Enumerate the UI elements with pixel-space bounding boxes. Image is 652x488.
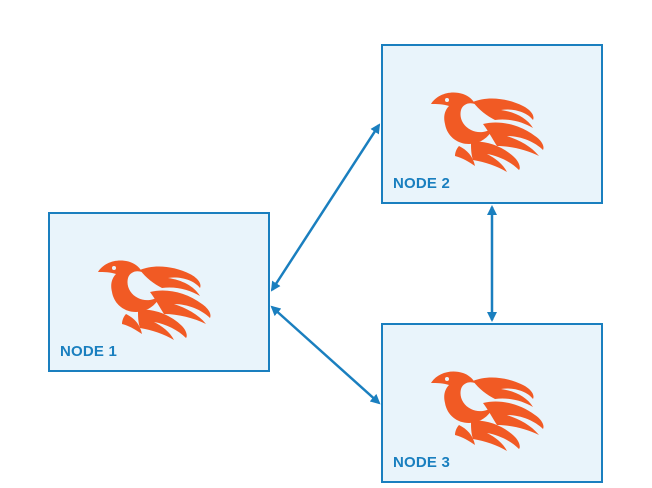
node-2-label: NODE 2	[393, 175, 451, 192]
node-1-box: NODE 1	[48, 212, 270, 372]
edge-node1-node3	[270, 305, 381, 405]
node-1-label: NODE 1	[60, 343, 118, 360]
phoenix-logo-icon	[431, 371, 544, 451]
phoenix-logo-icon	[431, 92, 544, 172]
phoenix-logo-icon	[98, 260, 211, 340]
edge-node1-node2	[270, 123, 381, 292]
node-2-box: NODE 2	[381, 44, 603, 204]
node-3-label: NODE 3	[393, 454, 451, 471]
node-3-box: NODE 3	[381, 323, 603, 483]
